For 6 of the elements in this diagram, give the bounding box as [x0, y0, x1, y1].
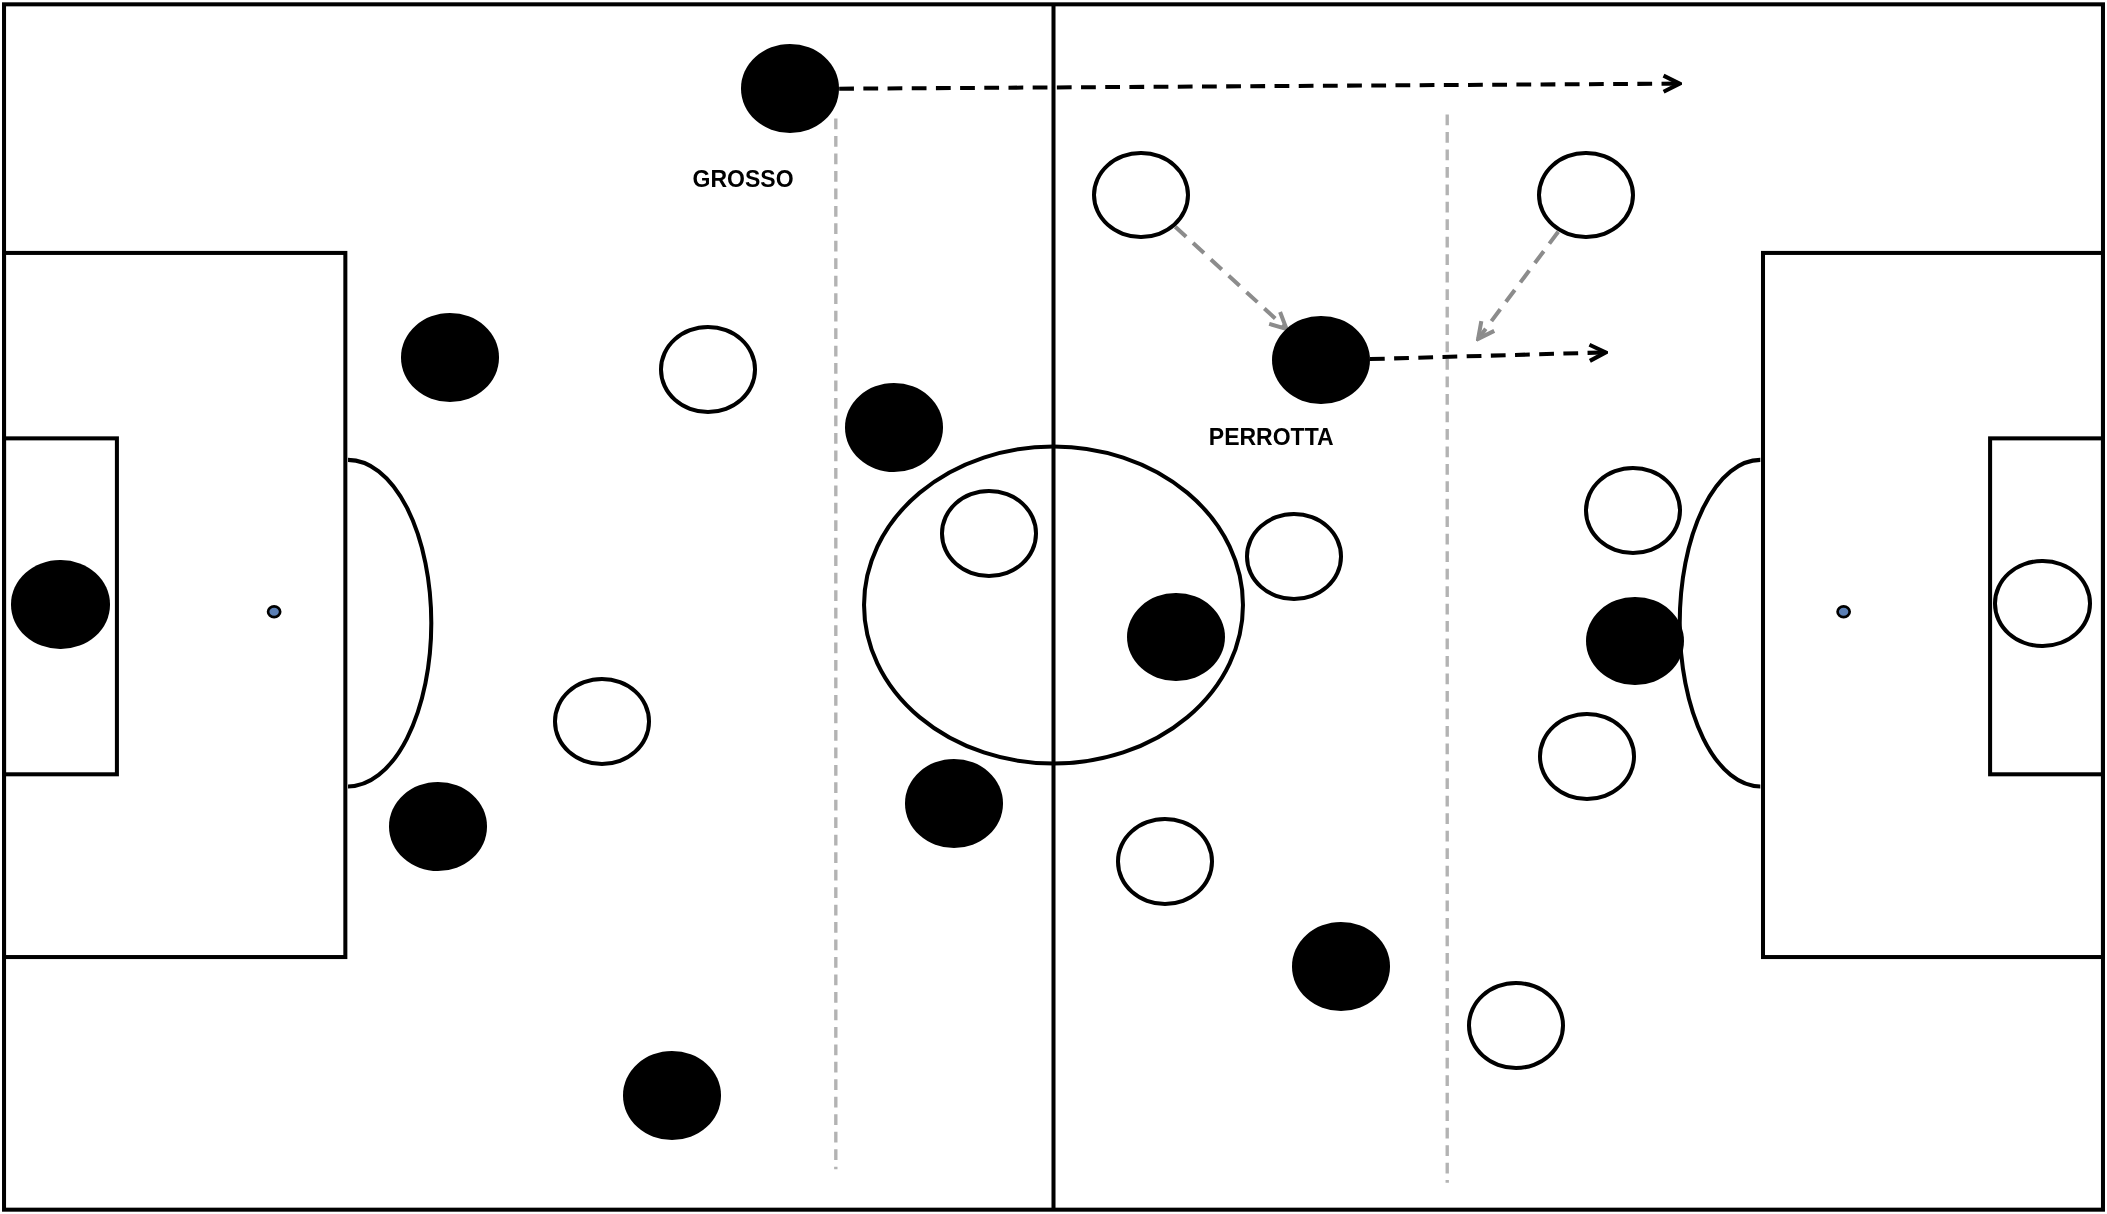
dashed-arrow: [1369, 342, 1608, 363]
player-name-label: PERROTTA: [1208, 425, 1334, 449]
dashed-arrow: [1173, 225, 1289, 331]
player-name-label: GROSSO: [692, 167, 794, 191]
dashed-arrow: [1476, 230, 1560, 341]
dashed-arrow: [839, 73, 1682, 94]
